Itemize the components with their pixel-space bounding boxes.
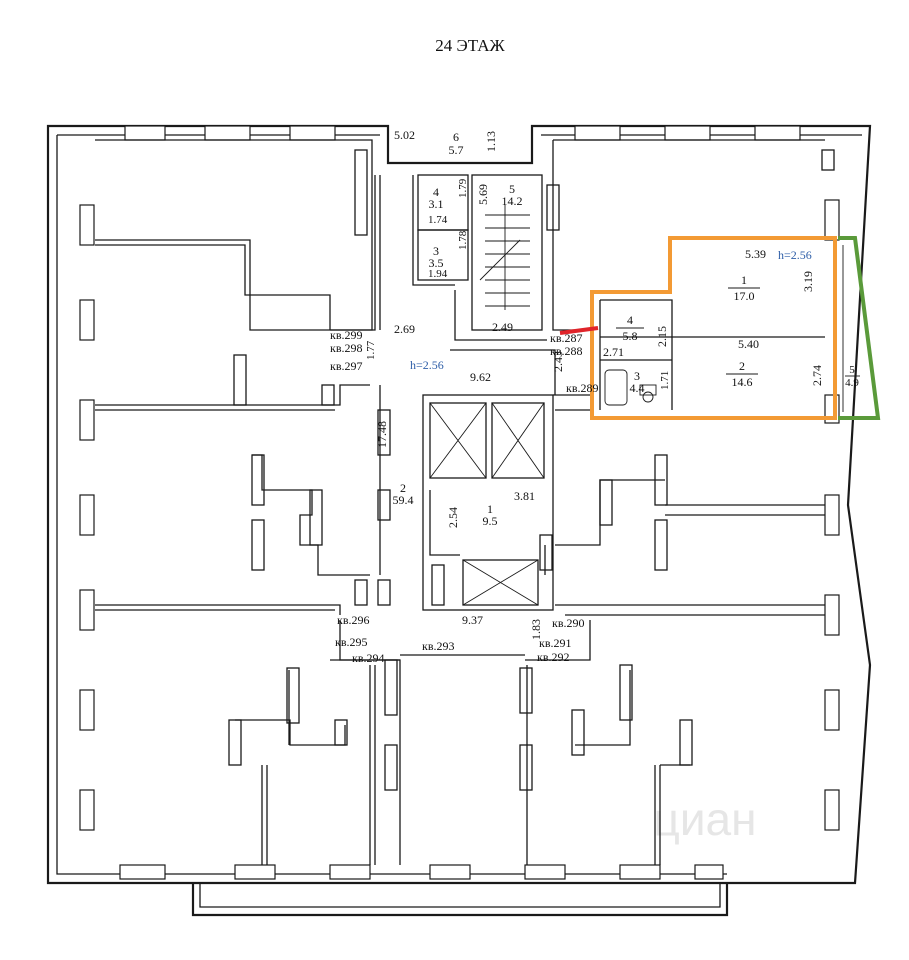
apt-room-1-area: 17.0 (734, 289, 755, 303)
left-apartments (95, 139, 401, 865)
dim-5-69: 5.69 (476, 184, 490, 205)
dim-1-74: 1.74 (428, 214, 448, 226)
apt-room-4-number: 4 (627, 313, 633, 327)
dim-2-74: 2.74 (810, 365, 824, 386)
apt-299: кв.299 (330, 328, 363, 342)
dim-5-39: 5.39 (745, 247, 766, 261)
room-5-area: 14.2 (502, 194, 523, 208)
balcony-number: 5 (849, 364, 855, 376)
room-1-number: 1 (487, 502, 493, 516)
apt-room-3-area: 4.4 (630, 381, 645, 395)
perimeter-windows (79, 125, 840, 880)
room-2-number: 2 (400, 481, 406, 495)
watermark: циан (653, 793, 756, 845)
room-4-area: 3.1 (429, 197, 444, 211)
dim-2-43: 2.43 (551, 351, 565, 372)
dim-2-15: 2.15 (655, 326, 669, 347)
apt-room-2-area: 14.6 (732, 375, 753, 389)
apt-298: кв.298 (330, 341, 363, 355)
dim-2-69: 2.69 (394, 322, 415, 336)
apt-291: кв.291 (539, 636, 572, 650)
room-3-area: 3.5 (429, 256, 444, 270)
apt-287: кв.287 (550, 331, 583, 345)
apt-296: кв.296 (337, 613, 370, 627)
room-6-number: 6 (453, 130, 459, 144)
highlighted-apartment-288 (559, 236, 881, 420)
dim-1-78: 1.78 (457, 230, 469, 250)
core (330, 162, 591, 661)
room-3-number: 3 (433, 244, 439, 258)
dim-3-19: 3.19 (801, 271, 815, 292)
room-1-area: 9.5 (483, 514, 498, 528)
dim-5-40: 5.40 (738, 337, 759, 351)
height-main: h=2.56 (410, 358, 444, 372)
apt-295: кв.295 (335, 635, 368, 649)
apt-290: кв.290 (552, 616, 585, 630)
apt-room-4-area: 5.8 (623, 329, 638, 343)
balcony-area: 4.9 (845, 377, 859, 389)
apt-room-2-number: 2 (739, 359, 745, 373)
dim-1-77: 1.77 (365, 340, 377, 360)
room-6-area: 5.7 (449, 143, 464, 157)
apt-room-3-number: 3 (634, 369, 640, 383)
dim-17-48: 17.48 (375, 421, 389, 448)
dim-1-83: 1.83 (529, 619, 543, 640)
dim-2-49: 2.49 (492, 320, 513, 334)
apt-292: кв.292 (537, 650, 570, 664)
apt-294: кв.294 (352, 651, 385, 665)
labels: 5.02 6 5.7 1.13 4 3.1 1.79 1.74 1.78 3 3… (330, 128, 860, 665)
dim-9-37: 9.37 (462, 613, 483, 627)
apt-297: кв.297 (330, 359, 363, 373)
right-apartments (519, 139, 835, 865)
dim-5-02: 5.02 (394, 128, 415, 142)
room-4-number: 4 (433, 185, 439, 199)
dim-1-71: 1.71 (659, 371, 671, 390)
room-2-area: 59.4 (393, 493, 414, 507)
apt-293: кв.293 (422, 639, 455, 653)
apt-room-1-number: 1 (741, 273, 747, 287)
building-outline (46, 124, 872, 917)
apt-289: кв.289 (566, 381, 599, 395)
dim-1-94: 1.94 (428, 268, 448, 280)
dim-2-54: 2.54 (446, 507, 460, 528)
dim-3-81: 3.81 (514, 489, 535, 503)
floor-title: 24 ЭТАЖ (435, 36, 505, 55)
dim-1-13: 1.13 (484, 131, 498, 152)
dim-9-62: 9.62 (470, 370, 491, 384)
apt-288: кв.288 (550, 344, 583, 358)
dim-1-79: 1.79 (457, 178, 469, 198)
room-5-number: 5 (509, 182, 515, 196)
dim-2-71: 2.71 (603, 345, 624, 359)
height-apartment: h=2.56 (778, 248, 812, 262)
